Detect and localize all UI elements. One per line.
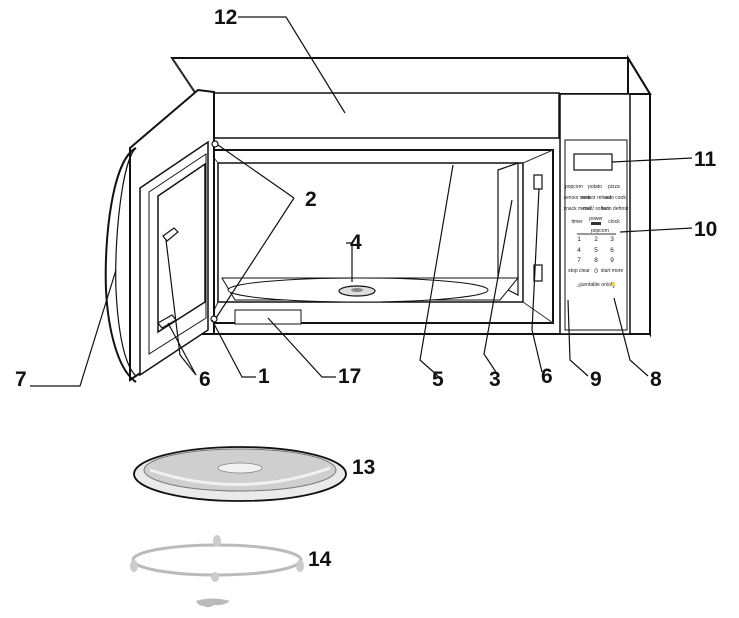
key-0[interactable]: 0 <box>594 268 598 275</box>
callout-3: 3 <box>489 368 501 391</box>
key-power[interactable]: power <box>589 216 603 222</box>
keypad: popcorn potato pizza sensor cook sensor … <box>564 184 629 289</box>
glass-tray <box>133 446 347 502</box>
key-stop-clear[interactable]: stop clear <box>568 268 590 274</box>
key-snack-menu[interactable]: snack menu <box>564 206 591 212</box>
numpad-label: popcorn <box>591 228 609 234</box>
waveguide-cover <box>497 162 519 296</box>
display-window <box>573 153 613 171</box>
light-bulb-icon[interactable]: 💡 <box>611 282 617 289</box>
callout-14: 14 <box>308 548 332 571</box>
key-sensor-cook[interactable]: sensor cook <box>564 195 591 201</box>
key-2[interactable]: 2 <box>594 236 598 243</box>
key-popcorn[interactable]: popcorn <box>565 184 583 190</box>
key-7[interactable]: 7 <box>577 257 581 264</box>
callout-1: 1 <box>258 365 270 388</box>
key-potato[interactable]: potato <box>588 184 602 190</box>
key-8[interactable]: 8 <box>594 257 598 264</box>
key-melt-soften[interactable]: melt/ soften <box>583 206 609 212</box>
door <box>104 88 219 383</box>
callout-7: 7 <box>15 368 27 391</box>
microwave-cabinet <box>170 54 652 338</box>
door-hinge-top <box>211 140 219 148</box>
leader-lines <box>30 16 693 387</box>
callout-9: 9 <box>590 368 602 391</box>
callout-8: 8 <box>650 368 662 391</box>
callout-6-left: 6 <box>199 368 211 391</box>
callout-12: 12 <box>214 6 237 29</box>
key-5[interactable]: 5 <box>594 247 598 254</box>
door-latch-top <box>162 227 179 242</box>
callout-2: 2 <box>305 188 317 211</box>
key-4[interactable]: 4 <box>577 247 581 254</box>
child-lock-icon[interactable]: ⚠ <box>577 283 582 289</box>
key-start-more[interactable]: start more <box>601 268 624 274</box>
key-timer[interactable]: timer <box>571 219 582 225</box>
key-clock[interactable]: clock <box>608 219 620 225</box>
key-auto-defrost[interactable]: auto defrost <box>602 206 629 212</box>
callout-6-right: 6 <box>541 365 553 388</box>
callout-10: 10 <box>694 218 717 241</box>
callout-numbers: 12 11 10 2 4 7 6 1 17 5 3 6 9 8 13 14 <box>15 6 717 571</box>
door-handle <box>104 147 137 383</box>
key-auto-cook[interactable]: auto cook <box>604 195 626 201</box>
key-1[interactable]: 1 <box>577 236 581 243</box>
key-sensor-reheat[interactable]: sensor reheat <box>581 195 612 201</box>
callout-11: 11 <box>694 148 717 171</box>
label-plate <box>234 309 302 325</box>
key-9[interactable]: 9 <box>610 257 614 264</box>
key-pizza[interactable]: pizza <box>608 184 620 190</box>
vent-grille <box>199 92 560 139</box>
roller-ring <box>130 535 304 582</box>
callout-5: 5 <box>432 368 444 391</box>
callout-17: 17 <box>338 365 361 388</box>
turntable-coupler <box>196 598 230 608</box>
callout-4: 4 <box>350 231 362 254</box>
key-turntable[interactable]: turntable on/off <box>580 282 614 288</box>
callout-13: 13 <box>352 456 375 479</box>
key-3[interactable]: 3 <box>610 236 614 243</box>
key-6[interactable]: 6 <box>610 247 614 254</box>
